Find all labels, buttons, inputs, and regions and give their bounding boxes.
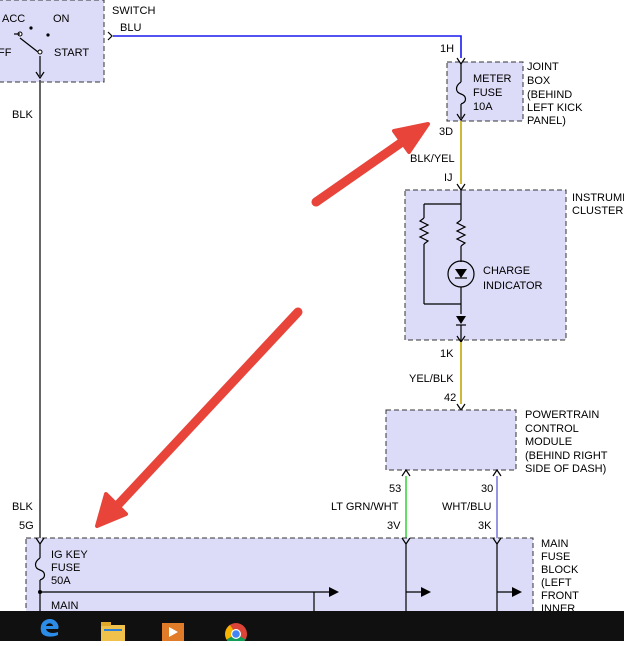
- instrument-cluster-label-1: INSTRUMI: [572, 192, 624, 204]
- ig-key-fuse-line-1: IG KEY: [51, 549, 88, 561]
- joint-box-pin-out: 3D: [439, 126, 453, 138]
- pcm-label-1: POWERTRAIN: [525, 409, 599, 421]
- edge-icon: [40, 619, 59, 637]
- switch-wire-label: BLU: [120, 22, 141, 34]
- wire-blk-yel-label: BLK/YEL: [410, 153, 455, 165]
- main-fuse-block-box: [25, 537, 534, 611]
- ig-key-fuse-line-3: 50A: [51, 575, 71, 587]
- pcm-box: [385, 409, 517, 471]
- meter-fuse-symbol: [455, 81, 467, 105]
- joint-box-label-2: BOX: [527, 75, 551, 87]
- main-fuse-block-label-3: BLOCK: [541, 564, 579, 576]
- pcm-pin-right: 30: [481, 483, 493, 495]
- pcm-label-4: (BEHIND RIGHT: [525, 450, 608, 462]
- folder-icon: [101, 622, 125, 641]
- meter-fuse-line-1: METER: [473, 73, 512, 85]
- wire-blk-label-bottom: BLK: [12, 501, 33, 513]
- powertrain-control-module: POWERTRAIN CONTROL MODULE (BEHIND RIGHT …: [385, 409, 608, 495]
- main-fuse-block-label-6: INNER: [541, 603, 575, 611]
- instrument-cluster-label-2: CLUSTER: [572, 205, 623, 217]
- instrument-cluster-box: [404, 189, 567, 341]
- wire-yel-blk-label: YEL/BLK: [409, 373, 454, 385]
- taskbar-edge-button[interactable]: [30, 611, 70, 641]
- main-fuse-block: IG KEY FUSE 50A MAIN MAIN FUSE BLOCK (LE…: [25, 537, 579, 611]
- wiring-diagram: ACC ON FF START SWITCH BLU BLK 1H METER …: [0, 0, 624, 611]
- meter-fuse-line-3: 10A: [473, 101, 493, 113]
- switch-position-start: START: [54, 47, 89, 59]
- pcm-pin-in: 42: [444, 392, 456, 404]
- cluster-diode-icon: [456, 316, 466, 324]
- annotation-arrow-upper: [311, 122, 430, 207]
- cluster-pin-in: IJ: [444, 172, 453, 184]
- joint-box-label-1: JOINT: [527, 61, 559, 73]
- ignition-switch: ACC ON FF START SWITCH BLU: [0, 0, 155, 83]
- taskbar-media-player-button[interactable]: [153, 611, 193, 641]
- charge-indicator-line-2: INDICATOR: [483, 280, 543, 292]
- joint-box-label-4: LEFT KICK: [527, 102, 583, 114]
- cluster-resistor-right: [455, 219, 467, 247]
- annotation-arrow-lower: [95, 307, 303, 528]
- switch-position-acc: ACC: [2, 13, 25, 25]
- switch-position-on: ON: [53, 13, 70, 25]
- pcm-pin-left: 53: [389, 483, 401, 495]
- fuse-block-pin-mid: 3V: [387, 520, 401, 532]
- switch-position-off: FF: [0, 47, 12, 59]
- joint-box-pin-in: 1H: [440, 43, 454, 55]
- switch-label: SWITCH: [112, 5, 155, 17]
- ig-key-fuse-symbol: [34, 557, 46, 581]
- wire-wht-blu-label: WHT/BLU: [442, 501, 492, 513]
- fuse-block-pin-left: 5G: [19, 520, 34, 532]
- joint-box: 1H METER FUSE 10A JOINT BOX (BEHIND LEFT…: [439, 43, 583, 138]
- pcm-label-2: CONTROL: [525, 423, 579, 435]
- meter-fuse-line-2: FUSE: [473, 87, 502, 99]
- wire-lt-grn-wht-label: LT GRN/WHT: [331, 501, 399, 513]
- main-fuse-block-label-4: (LEFT: [541, 577, 572, 589]
- ignition-switch-box: [0, 0, 105, 83]
- wire-blu: [113, 35, 462, 58]
- taskbar-file-explorer-button[interactable]: [93, 611, 133, 641]
- media-player-icon: [162, 623, 184, 641]
- joint-box-label-5: PANEL): [527, 115, 566, 127]
- pcm-label-3: MODULE: [525, 436, 572, 448]
- ig-key-fuse-line-2: FUSE: [51, 562, 80, 574]
- taskbar-chrome-button[interactable]: [216, 611, 256, 645]
- charge-indicator-line-1: CHARGE: [483, 265, 530, 277]
- pcm-label-5: SIDE OF DASH): [525, 463, 606, 475]
- main-fuse-block-label-5: FRONT: [541, 590, 579, 602]
- wire-blk-label-top: BLK: [12, 109, 33, 121]
- joint-box-label-3: (BEHIND: [527, 89, 572, 101]
- main-fuse-block-label-1: MAIN: [541, 538, 569, 550]
- instrument-cluster: CHARGE INDICATOR INSTRUMI CLUSTER 1K: [404, 183, 624, 360]
- fuse-block-pin-right: 3K: [478, 520, 492, 532]
- chrome-icon: [225, 623, 247, 645]
- taskbar: [0, 611, 624, 645]
- main-fuse-block-label-2: FUSE: [541, 551, 570, 563]
- cluster-resistor-left: [418, 217, 430, 245]
- main-bus-label: MAIN: [51, 600, 79, 611]
- switch-contact-arm: [19, 37, 39, 53]
- joint-box-outline: [446, 61, 524, 122]
- instrument-cluster-pin-out: 1K: [440, 348, 454, 360]
